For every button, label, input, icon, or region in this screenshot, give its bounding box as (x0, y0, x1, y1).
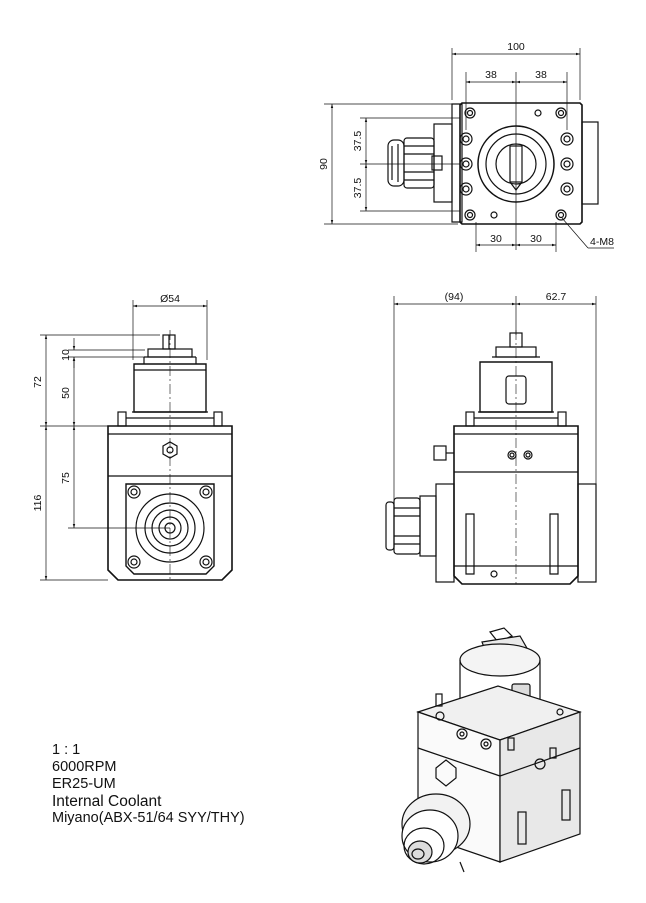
right-view (385, 332, 597, 585)
front-view (387, 102, 599, 225)
dim-front-width: 100 (507, 41, 525, 53)
side-view (107, 330, 233, 581)
dim-side-top: 10 (60, 349, 72, 361)
dim-front-upper: 37.5 (352, 131, 364, 152)
side-view-dimensions (40, 300, 208, 581)
spec-rpm: 6000RPM (52, 759, 117, 775)
isometric-view (401, 627, 582, 873)
dim-front-left: 38 (485, 69, 497, 81)
dim-side-diameter: Ø54 (160, 293, 180, 305)
dim-front-lower: 37.5 (352, 178, 364, 199)
spec-notes: 1 : 1 6000RPM ER25-UM Internal Coolant M… (52, 742, 245, 827)
right-view-dimensions (393, 296, 597, 584)
spec-collet: ER25-UM (52, 776, 116, 792)
dim-front-bottom-right: 30 (530, 233, 542, 245)
dim-front-bottom-left: 30 (490, 233, 502, 245)
bolt-holes (459, 107, 574, 221)
dim-side-lower: 75 (60, 472, 72, 484)
dim-right-offset: 62.7 (546, 291, 567, 303)
dim-front-height: 90 (318, 158, 330, 170)
front-view-dimensions (324, 48, 614, 252)
spec-coolant: Internal Coolant (52, 793, 162, 810)
spec-machine: Miyano(ABX-51/64 SYY/THY) (52, 810, 245, 826)
dim-thread: 4-M8 (590, 236, 614, 248)
dim-side-upper: 50 (60, 387, 72, 399)
dim-front-right: 38 (535, 69, 547, 81)
dim-side-total: 116 (32, 494, 44, 511)
dim-right-ref: (94) (445, 291, 464, 303)
spec-scale: 1 : 1 (52, 742, 81, 758)
dim-side-total-upper: 72 (32, 376, 44, 388)
